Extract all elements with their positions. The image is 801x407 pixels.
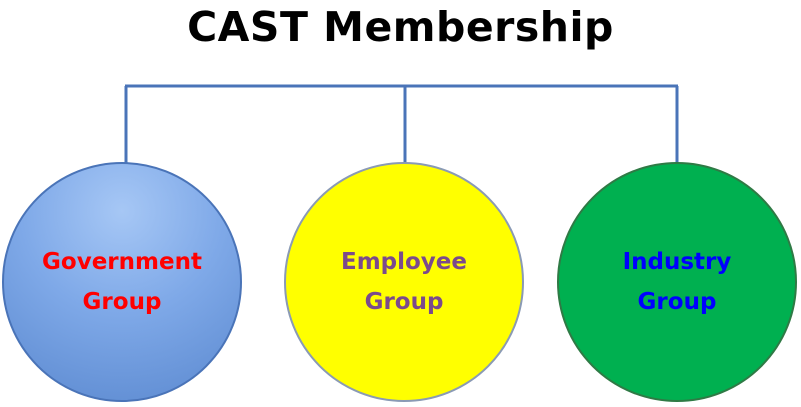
diagram-title: CAST Membership (187, 3, 614, 51)
employee-group-label: Employee Group (340, 249, 468, 315)
industry-group-label: Industry Group (622, 249, 732, 315)
employee-group-node: Employee Group (284, 162, 524, 402)
government-group-label: Government Group (42, 249, 202, 315)
industry-group-node: Industry Group (557, 162, 797, 402)
government-group-node: Government Group (2, 162, 242, 402)
